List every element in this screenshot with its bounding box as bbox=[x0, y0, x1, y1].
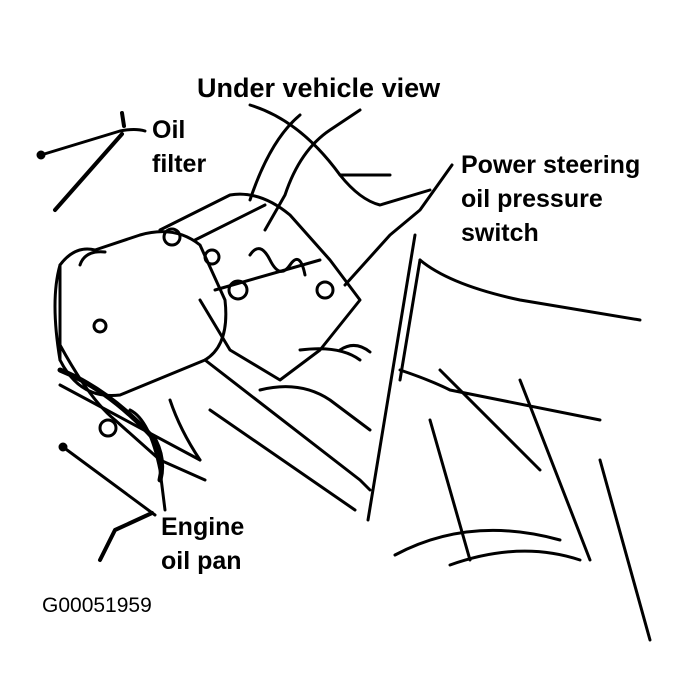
label-oil-filter: Oil filter bbox=[152, 113, 206, 181]
oil-filter-drawing bbox=[53, 230, 228, 398]
oil-pan-drawing bbox=[57, 343, 372, 512]
switch-leader bbox=[343, 163, 454, 287]
chassis-panel-drawing bbox=[366, 233, 652, 642]
label-line: Power steering bbox=[461, 151, 641, 179]
diagram-title: Under vehicle view bbox=[197, 73, 441, 103]
label-power-steering-switch: Power steering oil pressure switch bbox=[461, 148, 640, 250]
label-line: oil pressure bbox=[461, 185, 603, 213]
oil-pan-leader bbox=[58, 442, 157, 562]
engine-block-drawing bbox=[158, 103, 432, 382]
label-line: filter bbox=[152, 150, 207, 178]
label-line: oil pan bbox=[161, 547, 242, 575]
oil-filter-leader bbox=[36, 111, 147, 212]
label-line: switch bbox=[461, 219, 539, 247]
label-line: Engine bbox=[161, 513, 245, 541]
label-engine-oil-pan: Engine oil pan bbox=[161, 510, 244, 578]
figure-code: G00051959 bbox=[42, 594, 152, 617]
label-line: Oil bbox=[152, 116, 186, 144]
